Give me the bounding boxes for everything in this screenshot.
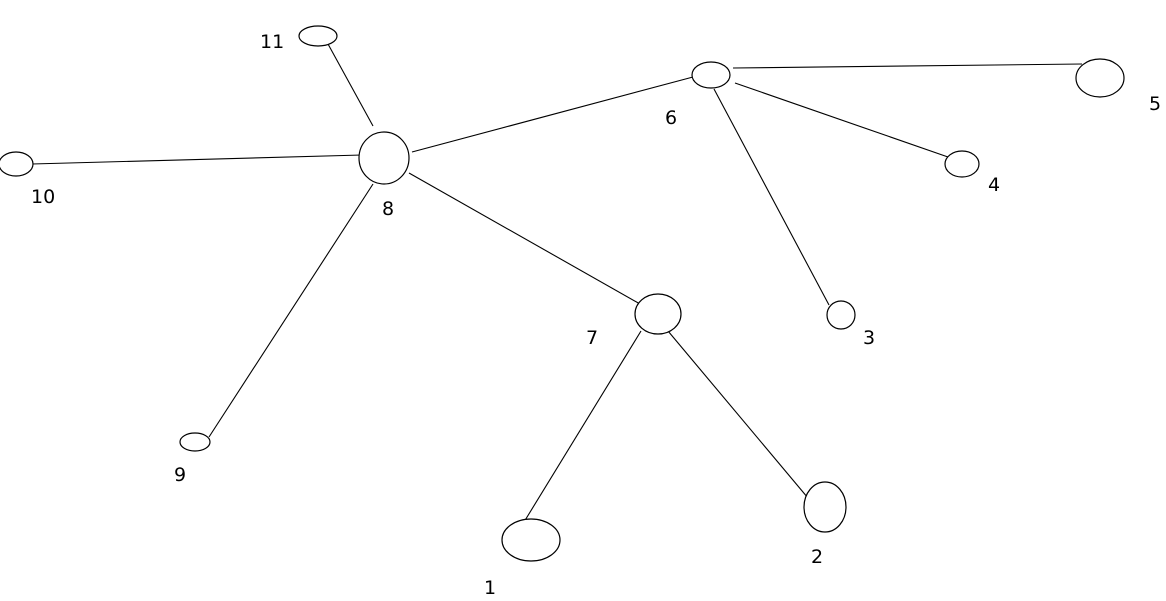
- node-label-3: 3: [863, 327, 875, 349]
- node-label-6: 6: [665, 107, 677, 129]
- node-11: [298, 25, 338, 47]
- node-label-1: 1: [484, 577, 496, 599]
- node-label-11: 11: [260, 31, 284, 53]
- node-4: [944, 150, 980, 178]
- node-label-7: 7: [586, 327, 598, 349]
- edge-8-11: [327, 43, 374, 127]
- node-2: [803, 481, 847, 533]
- node-label-5: 5: [1149, 93, 1161, 115]
- edge-8-10: [31, 154, 363, 165]
- node-8: [358, 131, 410, 185]
- node-label-8: 8: [382, 198, 394, 220]
- node-3: [826, 300, 856, 330]
- node-7: [634, 293, 682, 335]
- edge-6-4: [734, 82, 949, 158]
- node-label-4: 4: [988, 174, 1000, 196]
- edge-8-9: [208, 183, 374, 438]
- node-label-9: 9: [174, 464, 186, 486]
- nodes-layer: [0, 25, 1125, 562]
- edge-6-5: [732, 63, 1083, 69]
- node-1: [501, 518, 561, 562]
- node-6: [691, 61, 731, 89]
- node-label-10: 10: [31, 186, 55, 208]
- node-label-2: 2: [811, 546, 823, 568]
- node-10: [0, 151, 34, 177]
- edge-6-3: [713, 88, 830, 306]
- edge-8-7: [408, 172, 641, 305]
- edge-7-1: [523, 330, 642, 523]
- edges-layer: [31, 43, 1083, 523]
- edge-7-2: [667, 330, 809, 499]
- node-5: [1075, 58, 1125, 98]
- node-9: [179, 432, 211, 452]
- edge-8-6: [411, 76, 694, 153]
- labels-layer: 1 2 3 4 5 6 7 8 9 10 11: [31, 31, 1161, 599]
